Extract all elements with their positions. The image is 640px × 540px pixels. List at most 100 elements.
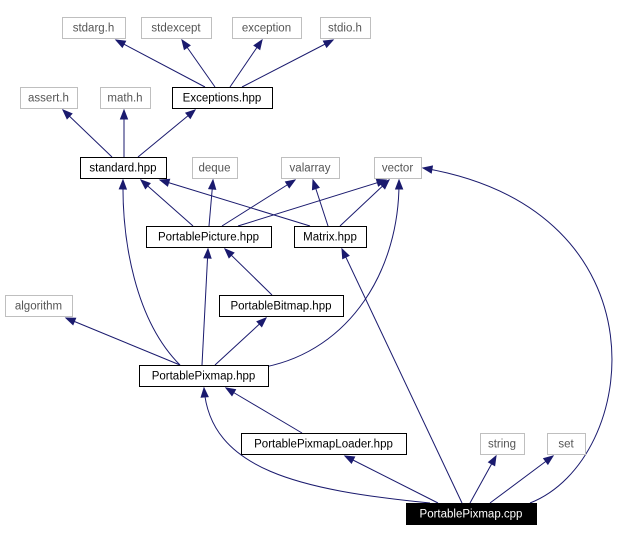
arrowhead bbox=[542, 455, 555, 466]
dependency-line bbox=[344, 455, 439, 504]
node-box bbox=[547, 433, 586, 455]
dependency-line bbox=[224, 248, 273, 296]
edge-matrix-to-vector bbox=[339, 179, 391, 227]
node-exception[interactable]: exception bbox=[232, 17, 302, 39]
node-portablepixmap[interactable]: PortablePixmap.hpp bbox=[139, 365, 269, 387]
dependency-line bbox=[341, 248, 463, 504]
node-set[interactable]: set bbox=[547, 433, 586, 455]
arrowhead bbox=[341, 247, 350, 260]
node-stdarg[interactable]: stdarg.h bbox=[62, 17, 126, 39]
dependency-line bbox=[115, 39, 206, 88]
node-label: algorithm bbox=[15, 301, 62, 313]
node-loader[interactable]: PortablePixmapLoader.hpp bbox=[241, 433, 407, 455]
node-label: PortablePixmapLoader.hpp bbox=[254, 439, 393, 451]
edge-standard-to-assert bbox=[62, 109, 113, 158]
node-box bbox=[5, 295, 73, 317]
edge-pixmapcpp-to-vector bbox=[421, 165, 613, 504]
edge-loader-to-portablepixmap bbox=[224, 387, 303, 434]
arrowhead bbox=[224, 387, 237, 397]
arrowhead bbox=[184, 109, 197, 120]
edge-pixmapcpp-to-portablepixmap bbox=[200, 386, 431, 504]
arrowhead bbox=[62, 109, 73, 120]
node-string[interactable]: string bbox=[480, 433, 525, 455]
arrowhead bbox=[200, 386, 209, 398]
edge-exceptions-to-exception bbox=[229, 38, 263, 88]
edge-portablepicture-to-standard bbox=[139, 179, 194, 227]
node-label: PortablePicture.hpp bbox=[158, 232, 259, 244]
node-math[interactable]: math.h bbox=[100, 87, 151, 109]
edge-portablepixmap-to-portablebitmap bbox=[214, 317, 268, 366]
edge-pixmapcpp-to-set bbox=[489, 455, 555, 504]
arrowhead bbox=[284, 179, 297, 189]
edge-pixmapcpp-to-loader bbox=[343, 455, 439, 504]
edge-layer bbox=[62, 38, 613, 504]
dependency-line bbox=[214, 317, 267, 366]
node-box bbox=[80, 157, 167, 179]
edge-pixmapcpp-to-string bbox=[469, 454, 497, 504]
arrowhead bbox=[487, 454, 497, 467]
node-standard[interactable]: standard.hpp bbox=[80, 157, 167, 179]
node-label: exception bbox=[242, 23, 291, 35]
node-pixmapcpp[interactable]: PortablePixmap.cpp bbox=[406, 503, 537, 525]
node-valarray[interactable]: valarray bbox=[281, 157, 340, 179]
arrowhead bbox=[253, 38, 263, 51]
edge-portablepicture-to-valarray bbox=[221, 179, 297, 227]
node-label: stdarg.h bbox=[73, 23, 115, 35]
dependency-line bbox=[65, 317, 181, 366]
dependency-line bbox=[122, 179, 181, 366]
node-label: assert.h bbox=[28, 93, 69, 105]
edge-portablepixmap-to-portablepicture bbox=[201, 247, 212, 366]
arrowhead bbox=[119, 108, 129, 120]
edge-matrix-to-standard bbox=[158, 178, 311, 227]
dependency-line bbox=[62, 109, 113, 158]
dependency-line bbox=[201, 248, 209, 366]
arrowhead bbox=[139, 179, 151, 190]
node-label: Exceptions.hpp bbox=[183, 93, 262, 105]
node-box bbox=[406, 503, 537, 525]
node-label: Matrix.hpp bbox=[303, 232, 357, 244]
node-box bbox=[141, 17, 212, 39]
node-box bbox=[62, 17, 126, 39]
node-box bbox=[20, 87, 78, 109]
dependency-line bbox=[181, 39, 216, 88]
dependency-line bbox=[489, 455, 554, 504]
node-deque[interactable]: deque bbox=[192, 157, 238, 179]
edge-pixmapcpp-to-matrix bbox=[341, 247, 463, 504]
node-algorithm[interactable]: algorithm bbox=[5, 295, 73, 317]
edge-portablepicture-to-vector bbox=[237, 178, 388, 227]
arrowhead bbox=[224, 248, 235, 259]
node-box bbox=[241, 433, 407, 455]
arrowhead bbox=[181, 38, 191, 51]
node-label: set bbox=[558, 439, 574, 451]
node-portablepicture[interactable]: PortablePicture.hpp bbox=[146, 226, 272, 248]
node-stdio[interactable]: stdio.h bbox=[320, 17, 371, 39]
arrowhead bbox=[394, 178, 404, 190]
arrowhead bbox=[114, 39, 127, 49]
node-label: standard.hpp bbox=[89, 163, 156, 175]
edge-portablebitmap-to-portablepicture bbox=[224, 248, 273, 296]
dependency-line bbox=[221, 179, 296, 227]
edge-portablepixmap-to-algorithm bbox=[64, 317, 181, 366]
dependency-line bbox=[225, 387, 303, 434]
node-assert[interactable]: assert.h bbox=[20, 87, 78, 109]
edge-matrix-to-valarray bbox=[311, 178, 329, 227]
node-label: PortableBitmap.hpp bbox=[230, 301, 331, 313]
dependency-line bbox=[241, 39, 334, 88]
node-label: valarray bbox=[290, 163, 331, 175]
node-label: PortablePixmap.hpp bbox=[152, 371, 256, 383]
arrowhead bbox=[379, 179, 391, 190]
arrowhead bbox=[311, 178, 320, 191]
edge-portablepixmap-to-standard bbox=[118, 178, 181, 366]
node-matrix[interactable]: Matrix.hpp bbox=[294, 226, 367, 248]
node-vector[interactable]: vector bbox=[374, 157, 422, 179]
dependency-line bbox=[264, 179, 400, 368]
node-box bbox=[281, 157, 340, 179]
edge-portablepicture-to-deque bbox=[207, 178, 217, 227]
edge-standard-to-math bbox=[119, 108, 129, 157]
node-exceptions[interactable]: Exceptions.hpp bbox=[172, 87, 273, 109]
dependency-line bbox=[203, 387, 431, 504]
node-portablebitmap[interactable]: PortableBitmap.hpp bbox=[219, 295, 344, 317]
arrowhead bbox=[343, 455, 356, 465]
node-stdexcept[interactable]: stdexcept bbox=[141, 17, 212, 39]
arrowhead bbox=[322, 39, 335, 49]
